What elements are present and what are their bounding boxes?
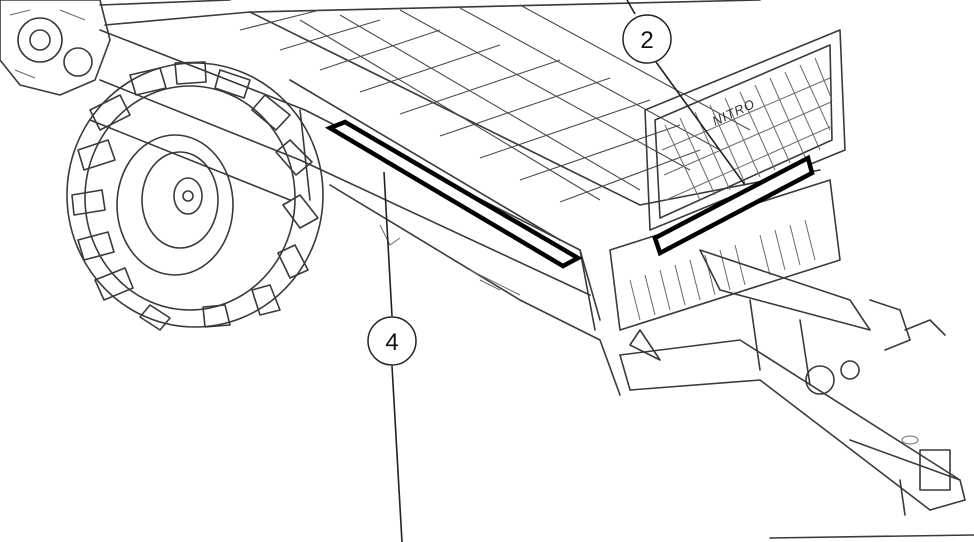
brand-marking: NITRO (710, 96, 758, 129)
callout-4-leader (383, 171, 393, 317)
callout-2-number: 2 (640, 27, 653, 54)
front-endgate: NITRO (609, 29, 846, 361)
callout-4-circle (367, 316, 417, 366)
rear-gearbox (0, 0, 111, 96)
perforation-pattern (661, 57, 833, 201)
callout-2-circle (622, 14, 672, 64)
floor-slats (239, 4, 751, 203)
callout-2: 2 (622, 0, 746, 186)
callout-4: 4 (367, 171, 417, 542)
callout-4-number: 4 (385, 329, 398, 356)
callout-4-lower-leader (391, 365, 403, 542)
guard-slots (629, 219, 816, 321)
callout-2-leader (655, 61, 746, 186)
callout-2-upper-leader (626, 0, 636, 15)
spreader-box (89, 0, 821, 396)
tire (66, 61, 324, 331)
decal-front-item-2 (652, 154, 815, 257)
decal-side-item-4 (324, 119, 583, 269)
hitch-tongue (619, 249, 974, 539)
